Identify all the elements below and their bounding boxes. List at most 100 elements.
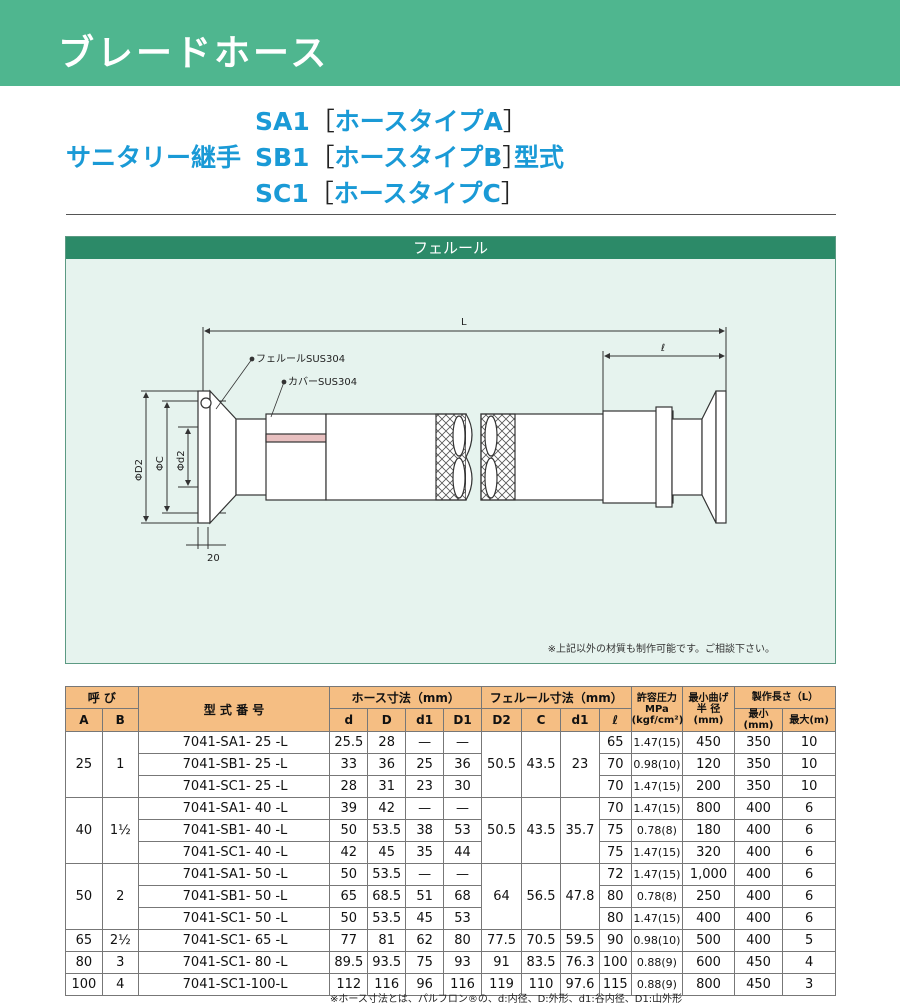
right-hose-end-top: [484, 415, 498, 457]
diagram-panel: フェルール: [65, 236, 836, 664]
table-cell: 180: [682, 819, 735, 842]
th-ferrule: フェルール寸法（mm）: [481, 686, 632, 709]
th-max: 最大(m): [782, 708, 836, 732]
model-line-sa1: SA1［ホースタイプA］: [255, 107, 528, 136]
table-cell: 53.5: [367, 907, 407, 930]
table-cell: 97.6: [560, 973, 600, 996]
table-cell: 30: [443, 775, 483, 798]
th-a: A: [65, 708, 103, 732]
table-cell: 450: [733, 973, 784, 996]
table-cell: 0.78(8): [630, 885, 684, 908]
model-line-sb1: SB1［ホースタイプB］: [255, 143, 528, 172]
table-cell: 7041-SC1-100-L: [137, 973, 331, 996]
th-yobi: 呼 び: [65, 686, 139, 709]
table-cell: 7041-SB1- 25 -L: [137, 753, 331, 776]
table-cell: 400: [733, 819, 784, 842]
table-cell: 7041-SC1- 50 -L: [137, 907, 331, 930]
th-b: B: [101, 708, 139, 732]
table-cell: 1.47(15): [630, 731, 684, 754]
table-cell: 80: [65, 951, 103, 974]
table-cell: 400: [682, 907, 735, 930]
table-cell: 50: [329, 819, 369, 842]
table-cell: 100: [598, 951, 632, 974]
cover-leader: [270, 381, 285, 418]
table-cell: 53: [443, 907, 483, 930]
table-cell: 1.47(15): [630, 775, 684, 798]
table-cell: 77: [329, 929, 369, 952]
model-line-sc1: SC1［ホースタイプC］: [255, 179, 526, 208]
table-cell: 43.5: [521, 731, 561, 798]
label-L: L: [461, 317, 467, 328]
th-fd1: d1: [560, 708, 600, 732]
table-cell: 23: [560, 731, 600, 798]
table-cell: 75: [405, 951, 445, 974]
table-cell: 7041-SC1- 80 -L: [137, 951, 331, 974]
table-cell: 3: [101, 951, 139, 974]
table-cell: 36: [443, 753, 483, 776]
model-block: SA1［ホースタイプA］ サニタリー継手 SB1［ホースタイプB］ 型式 SC1…: [0, 96, 900, 208]
table-cell: 76.3: [560, 951, 600, 974]
th-C: C: [521, 708, 561, 732]
label-d2: Φd2: [176, 450, 187, 471]
table-cell: 36: [367, 753, 407, 776]
left-flange-taper: [209, 389, 237, 525]
table-cell: 400: [733, 885, 784, 908]
table-cell: 7041-SA1- 25 -L: [137, 731, 331, 754]
table-cell: 65: [329, 885, 369, 908]
table-cell: 100: [65, 973, 103, 996]
label-l: ℓ: [661, 343, 665, 354]
table-cell: 40: [65, 797, 103, 864]
table-cell: 1.47(15): [630, 907, 684, 930]
table-cell: 400: [733, 797, 784, 820]
table-cell: 6: [782, 819, 836, 842]
table-cell: 0.78(8): [630, 819, 684, 842]
table-cell: 68: [443, 885, 483, 908]
right-hose-end-bot: [484, 457, 498, 499]
table-cell: 800: [682, 797, 735, 820]
table-cell: 4: [101, 973, 139, 996]
table-cell: 70: [598, 753, 632, 776]
left-flange: [197, 390, 211, 524]
table-cell: 6: [782, 907, 836, 930]
table-cell: 6: [782, 885, 836, 908]
table-cell: 110: [521, 973, 561, 996]
table-cell: 42: [367, 797, 407, 820]
table-cell: 28: [329, 775, 369, 798]
table-cell: 400: [733, 863, 784, 886]
cover-leader-dot: [281, 379, 287, 385]
right-flange: [715, 390, 727, 524]
table-cell: 7041-SA1- 50 -L: [137, 863, 331, 886]
table-cell: 50: [329, 863, 369, 886]
table-cell: 400: [733, 907, 784, 930]
table-cell: 65: [598, 731, 632, 754]
table-cell: 350: [733, 753, 784, 776]
th-d: d: [329, 708, 369, 732]
th-l: ℓ: [598, 708, 632, 732]
table-cell: 53.5: [367, 863, 407, 886]
table-cell: 50.5: [481, 731, 523, 798]
hose-diagram: L ℓ フェルールSUS304 カバーSUS304 20 ΦD2 ΦC Φd2: [134, 317, 727, 564]
table-cell: 31: [367, 775, 407, 798]
table-cell: 93.5: [367, 951, 407, 974]
table-cell: 25.5: [329, 731, 369, 754]
table-cell: 0.98(10): [630, 753, 684, 776]
table-cell: 7041-SC1- 25 -L: [137, 775, 331, 798]
table-cell: 350: [733, 731, 784, 754]
th-bend: 最小曲げ半 径(mm): [682, 686, 735, 732]
table-cell: 250: [682, 885, 735, 908]
table-cell: 0.88(9): [630, 951, 684, 974]
table-cell: —: [443, 731, 483, 754]
table-cell: 120: [682, 753, 735, 776]
table-cell: 1: [101, 731, 139, 798]
table-cell: 400: [733, 841, 784, 864]
label-cover-material: カバーSUS304: [288, 376, 357, 388]
table-cell: 45: [405, 907, 445, 930]
left-flange-hole: [200, 397, 212, 409]
table-cell: 600: [682, 951, 735, 974]
table-cell: 42: [329, 841, 369, 864]
